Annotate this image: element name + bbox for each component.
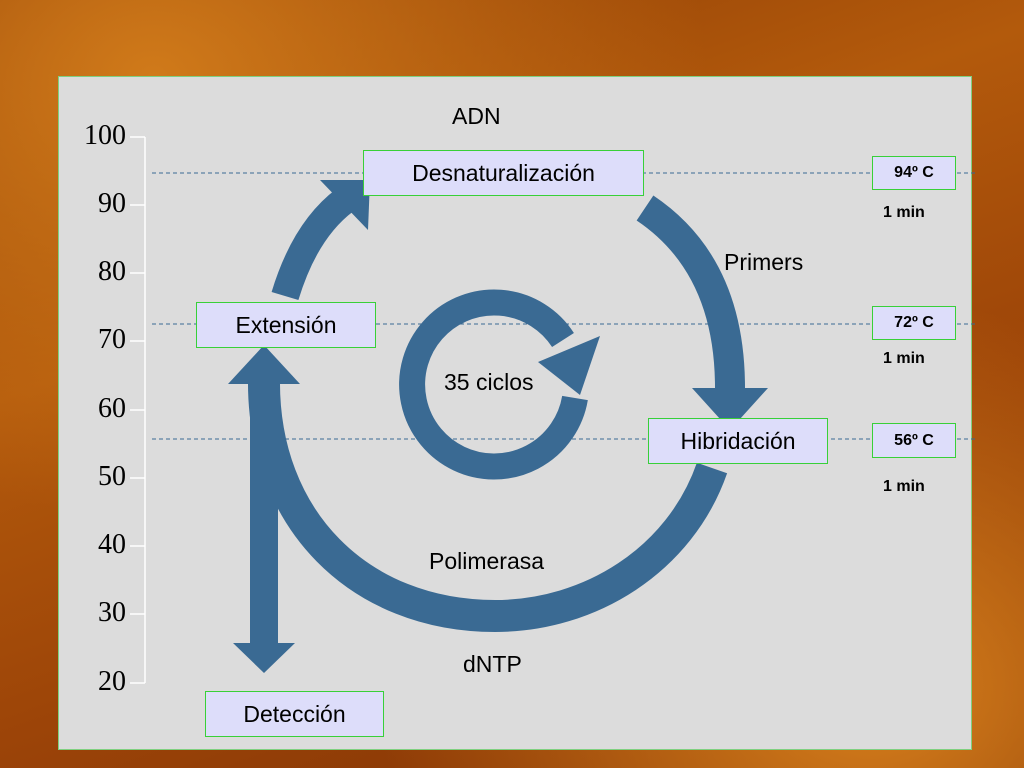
y-tick-label: 20 <box>98 666 126 697</box>
y-tick-label: 60 <box>98 393 126 424</box>
y-tick-label: 30 <box>98 597 126 628</box>
y-tick-label: 100 <box>84 120 126 151</box>
cycle-arrow <box>399 289 600 480</box>
polymerase-label: Polimerasa <box>429 548 545 574</box>
temp-badge-56: 56º C <box>872 423 956 458</box>
dntp-label: dNTP <box>463 651 522 677</box>
arrow-to-extension <box>228 345 728 633</box>
time-label-94: 1 min <box>883 204 925 221</box>
arrow-to-denaturation <box>271 180 370 301</box>
detection-arrow <box>233 380 295 673</box>
time-label-56: 1 min <box>883 478 925 495</box>
temp-badge-94: 94º C <box>872 156 956 190</box>
diagram-title: ADN <box>452 103 501 129</box>
y-tick-label: 70 <box>98 324 126 355</box>
step-extension: Extensión <box>196 302 376 348</box>
y-tick-label: 40 <box>98 529 126 560</box>
y-axis-ticks <box>130 136 145 684</box>
y-tick-label: 80 <box>98 256 126 287</box>
step-hybridization: Hibridación <box>648 418 828 464</box>
temp-badge-72: 72º C <box>872 306 956 340</box>
step-denaturation: Desnaturalización <box>363 150 644 196</box>
cycles-label: 35 ciclos <box>444 369 534 395</box>
step-detection: Detección <box>205 691 384 737</box>
arrow-to-hybridization <box>636 195 768 430</box>
time-label-72: 1 min <box>883 350 925 367</box>
primers-label: Primers <box>724 249 804 275</box>
y-tick-label: 50 <box>98 461 126 492</box>
y-tick-label: 90 <box>98 188 126 219</box>
